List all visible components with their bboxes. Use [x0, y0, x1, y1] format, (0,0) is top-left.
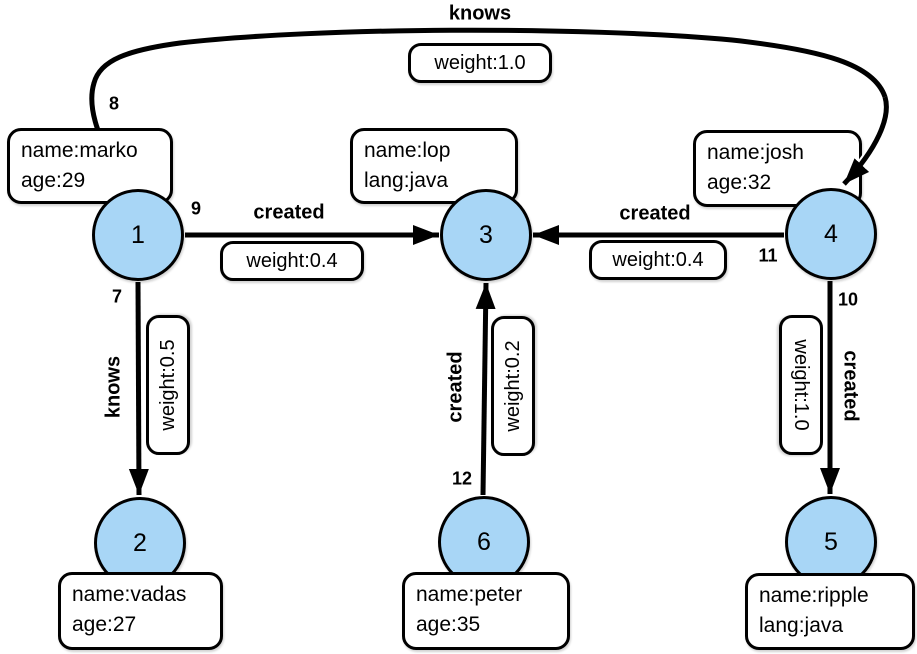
edge-10-label: created [839, 350, 862, 422]
edge-8-weight-box: weight:1.0 [408, 43, 552, 83]
node-4-id: 4 [824, 219, 838, 248]
edge-7-line [128, 281, 149, 496]
node-3: 3 [440, 189, 532, 281]
edge-11-label: created [619, 202, 691, 225]
node-5-id: 5 [824, 527, 838, 556]
edge-12-id: 12 [451, 468, 473, 489]
node-5: 5 [785, 496, 877, 588]
node-6-id: 6 [477, 527, 491, 556]
property-line: name:vadas [72, 583, 187, 606]
property-line: age:32 [707, 171, 772, 194]
node-2-properties-box: name:vadas age:27 [58, 572, 223, 650]
node-1-id: 1 [131, 220, 145, 249]
edge-10-id: 10 [837, 289, 859, 310]
property-line: lang:java [759, 614, 844, 637]
node-4: 4 [785, 188, 877, 280]
edge-9-weight-box: weight:0.4 [220, 241, 364, 281]
edge-12-label: created [444, 351, 467, 423]
edge-8-label: knows [448, 2, 512, 25]
property-line: name:marko [21, 139, 138, 162]
property-line: name:peter [416, 583, 523, 606]
property-line: name:lop [364, 139, 451, 162]
edge-9-id: 9 [190, 198, 202, 219]
edge-8-id: 8 [108, 93, 120, 114]
edge-9-label: created [253, 201, 325, 224]
property-line: name:josh [707, 141, 804, 164]
property-line: age:27 [72, 613, 137, 636]
edge-8-line [89, 27, 889, 186]
edge-11-id: 11 [758, 245, 778, 266]
edge-12-line [475, 282, 496, 496]
node-2-id: 2 [133, 528, 147, 557]
edge-8-arrow-halo [840, 95, 891, 188]
edge-11-weight-box: weight:0.4 [589, 240, 727, 280]
edge-7-label: knows [102, 355, 125, 419]
property-line: age:35 [416, 613, 481, 636]
edge-7-id: 7 [111, 286, 123, 307]
property-line: age:29 [21, 169, 86, 192]
property-line: lang:java [364, 169, 449, 192]
node-6-properties-box: name:peter age:35 [402, 572, 570, 650]
node-5-properties-box: name:ripple lang:java [745, 573, 915, 650]
edge-8-arrow [842, 96, 889, 186]
node-1: 1 [92, 189, 184, 281]
node-3-id: 3 [479, 220, 493, 249]
property-line: name:ripple [759, 584, 869, 607]
